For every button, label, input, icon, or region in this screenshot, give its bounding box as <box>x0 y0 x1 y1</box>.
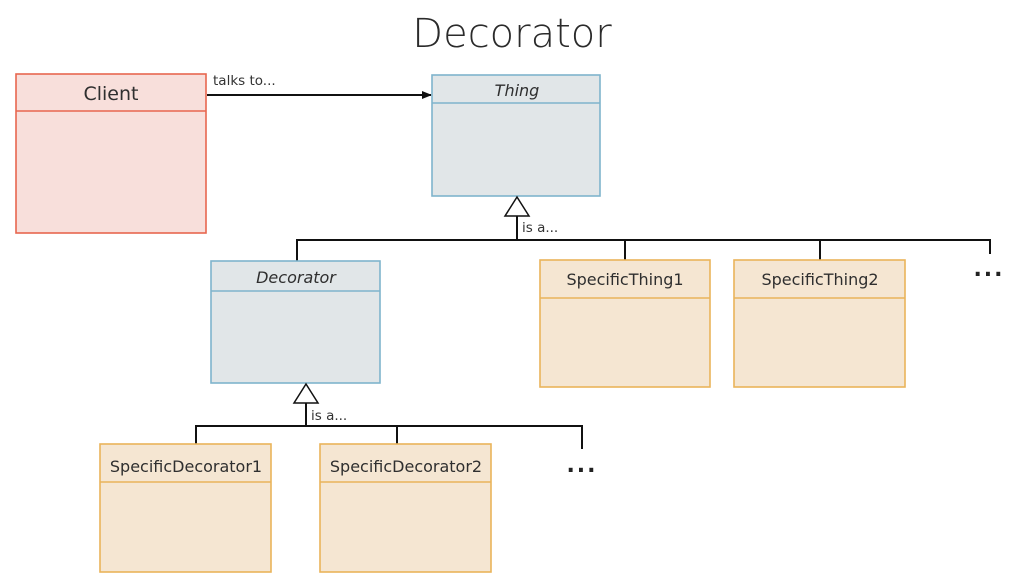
specific-decorator-1-class-name: SpecificDecorator1 <box>110 457 262 476</box>
client-class-name: Client <box>83 83 138 105</box>
class-box-specific-thing-2[interactable]: SpecificThing2 <box>733 259 906 388</box>
thing-class-name: Thing <box>495 81 540 100</box>
class-box-client[interactable]: Client <box>15 73 207 234</box>
inheritance-triangle-icon <box>503 195 531 217</box>
inheritance-label-thing: is a... <box>522 220 558 236</box>
class-box-specific-decorator-1[interactable]: SpecificDecorator1 <box>99 443 272 573</box>
more-things-ellipsis: ... <box>973 257 1004 282</box>
diagram-title: Decorator <box>412 11 612 57</box>
decorator-class-name: Decorator <box>256 268 337 287</box>
class-box-decorator[interactable]: Decorator <box>210 260 381 384</box>
more-decorators-ellipsis: ... <box>566 453 597 478</box>
association-label: talks to... <box>213 73 276 89</box>
specific-thing-1-class-name: SpecificThing1 <box>566 270 683 289</box>
specific-decorator-1-box-body <box>99 443 272 573</box>
class-box-specific-thing-1[interactable]: SpecificThing1 <box>539 259 711 388</box>
inheritance-bus-decorator <box>195 425 583 449</box>
class-box-specific-decorator-2[interactable]: SpecificDecorator2 <box>319 443 492 573</box>
class-box-thing[interactable]: Thing <box>431 74 601 197</box>
specific-thing-1-box-body <box>539 259 711 388</box>
decorator-box-body <box>210 260 381 384</box>
client-box-body <box>15 73 207 234</box>
specific-decorator-2-class-name: SpecificDecorator2 <box>330 457 482 476</box>
inheritance-label-decorator: is a... <box>311 408 347 424</box>
specific-decorator-2-box-body <box>319 443 492 573</box>
specific-thing-2-box-body <box>733 259 906 388</box>
inheritance-bus-thing <box>296 239 991 261</box>
specific-thing-2-class-name: SpecificThing2 <box>761 270 878 289</box>
inheritance-triangle-icon <box>292 382 320 404</box>
thing-box-body <box>431 74 601 197</box>
